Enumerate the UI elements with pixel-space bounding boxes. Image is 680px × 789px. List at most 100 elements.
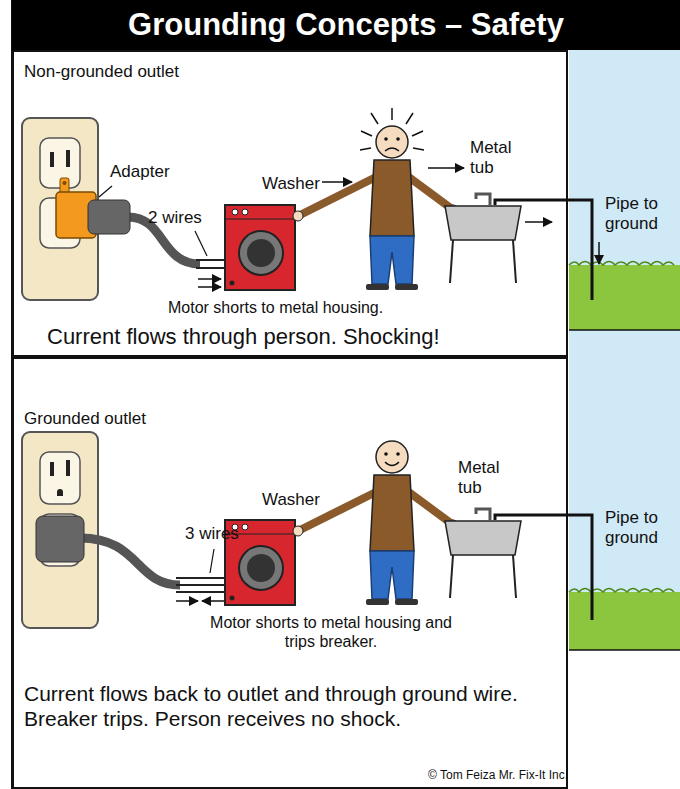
outdoor-ground-part: [569, 592, 680, 650]
wall-outlet-part: [57, 489, 63, 496]
current-arrows-part: [525, 221, 552, 223]
panel-heading: Non-grounded outlet: [24, 62, 324, 82]
wire-label: 2 wires: [148, 208, 202, 228]
shocked-person-part-part: [406, 113, 413, 124]
part-label: Washer: [262, 490, 320, 510]
safe-person-part: [396, 452, 400, 456]
wall-outlet: [22, 432, 98, 628]
pipe-label: Pipe to ground: [605, 508, 669, 549]
current-arrows-part: [428, 167, 464, 169]
shocked-person-part-part: [413, 148, 424, 150]
leader-lines-part: [195, 231, 207, 256]
metal-tub-part: [513, 555, 516, 598]
washer-part: [239, 231, 283, 275]
outdoor-ground-part: [569, 262, 674, 266]
wall-outlet-part: [22, 118, 98, 300]
part-label: Metal tub: [470, 138, 528, 179]
leader-lines: [99, 186, 207, 256]
three-wires-part: [202, 600, 224, 602]
adapter-part: [63, 181, 67, 185]
copyright: © Tom Feiza Mr. Fix-It Inc.: [428, 768, 568, 782]
part-label: Washer: [262, 174, 320, 194]
safe-person-part: [370, 475, 414, 551]
safe-person-part: [293, 526, 303, 536]
safe-person: [293, 441, 458, 605]
wall-outlet-part: [50, 462, 54, 476]
current-arrows-part: [598, 242, 600, 264]
two-wires-part: [198, 278, 221, 280]
two-wires: [196, 260, 226, 287]
metal-tub-part: [476, 194, 490, 205]
shocked-person-part-part: [371, 113, 378, 124]
shocked-person-part: [395, 284, 418, 290]
shocked-person: [293, 108, 458, 290]
washer: [225, 205, 295, 290]
wall-outlet-part: [22, 432, 98, 628]
washer-part: [242, 524, 248, 530]
panel-heading: Grounded outlet: [24, 409, 324, 429]
shocked-person-part-part: [412, 131, 423, 136]
outdoor-ground-part: [569, 329, 680, 331]
washer-part: [225, 205, 295, 290]
metal-tub: [445, 509, 592, 620]
two-wires-part: [198, 286, 221, 288]
plug-cord: [36, 516, 180, 585]
part-label: Metal tub: [458, 458, 516, 499]
shocked-person-part-part: [361, 131, 372, 136]
panel-caption: Current flows back to outlet and through…: [24, 681, 559, 731]
metal-tub: [445, 194, 592, 300]
metal-tub-part: [445, 206, 521, 240]
wall-outlet-part: [50, 152, 54, 167]
three-wires-part: [176, 600, 198, 602]
washer-part: [230, 596, 235, 601]
washer-part: [230, 281, 235, 286]
metal-tub-part: [450, 555, 453, 598]
three-wires: [176, 549, 226, 601]
shocked-person-part: [385, 148, 399, 151]
safe-person-part: [366, 599, 389, 605]
safe-person-part: [385, 462, 399, 466]
wire-label: 3 wires: [185, 524, 239, 544]
wall-outlet-part: [40, 452, 80, 504]
wall-outlet-part: [66, 460, 70, 476]
safe-person-part: [384, 452, 388, 456]
three-wires-part: [210, 549, 214, 573]
part-label: Adapter: [110, 162, 170, 182]
safe-person-part: [410, 493, 452, 524]
outdoor-ground-part: [569, 589, 674, 593]
plug-cord-part: [88, 200, 130, 234]
three-wires-part: [176, 591, 226, 593]
title-bar: Grounding Concepts – Safety: [12, 0, 680, 50]
note-text: Motor shorts to metal housing.: [168, 298, 383, 317]
note-text: Motor shorts to metal housing and trips …: [196, 613, 466, 651]
shocked-person-part-part: [360, 148, 371, 150]
wall-outlet: [22, 118, 98, 300]
safe-person-part: [395, 599, 418, 605]
pipe-label: Pipe to ground: [605, 194, 669, 235]
shocked-person-part: [366, 284, 389, 290]
shocked-person-part: [370, 236, 414, 284]
washer-part: [247, 239, 275, 267]
outdoor-ground-part: [569, 265, 680, 330]
metal-tub-part: [450, 240, 453, 283]
washer-part: [232, 209, 238, 215]
washer-part: [242, 209, 248, 215]
shocked-person-part: [384, 137, 388, 141]
two-wires-part: [196, 259, 226, 261]
washer-part: [247, 554, 275, 582]
washer-part: [225, 219, 295, 220]
washer-part: [239, 546, 283, 590]
shocked-person-part: [376, 126, 408, 158]
panel-caption: Current flows through person. Shocking!: [47, 324, 562, 350]
three-wires-part: [176, 584, 226, 586]
two-wires-part: [196, 267, 226, 269]
wall-outlet-part: [66, 150, 70, 167]
outdoor-ground-part: [569, 50, 680, 265]
outdoor-ground: [569, 50, 680, 650]
safe-person-part: [376, 441, 408, 473]
shocked-person-part-part: [391, 108, 393, 120]
metal-tub-part: [513, 240, 516, 283]
safe-person-part: [370, 551, 414, 599]
